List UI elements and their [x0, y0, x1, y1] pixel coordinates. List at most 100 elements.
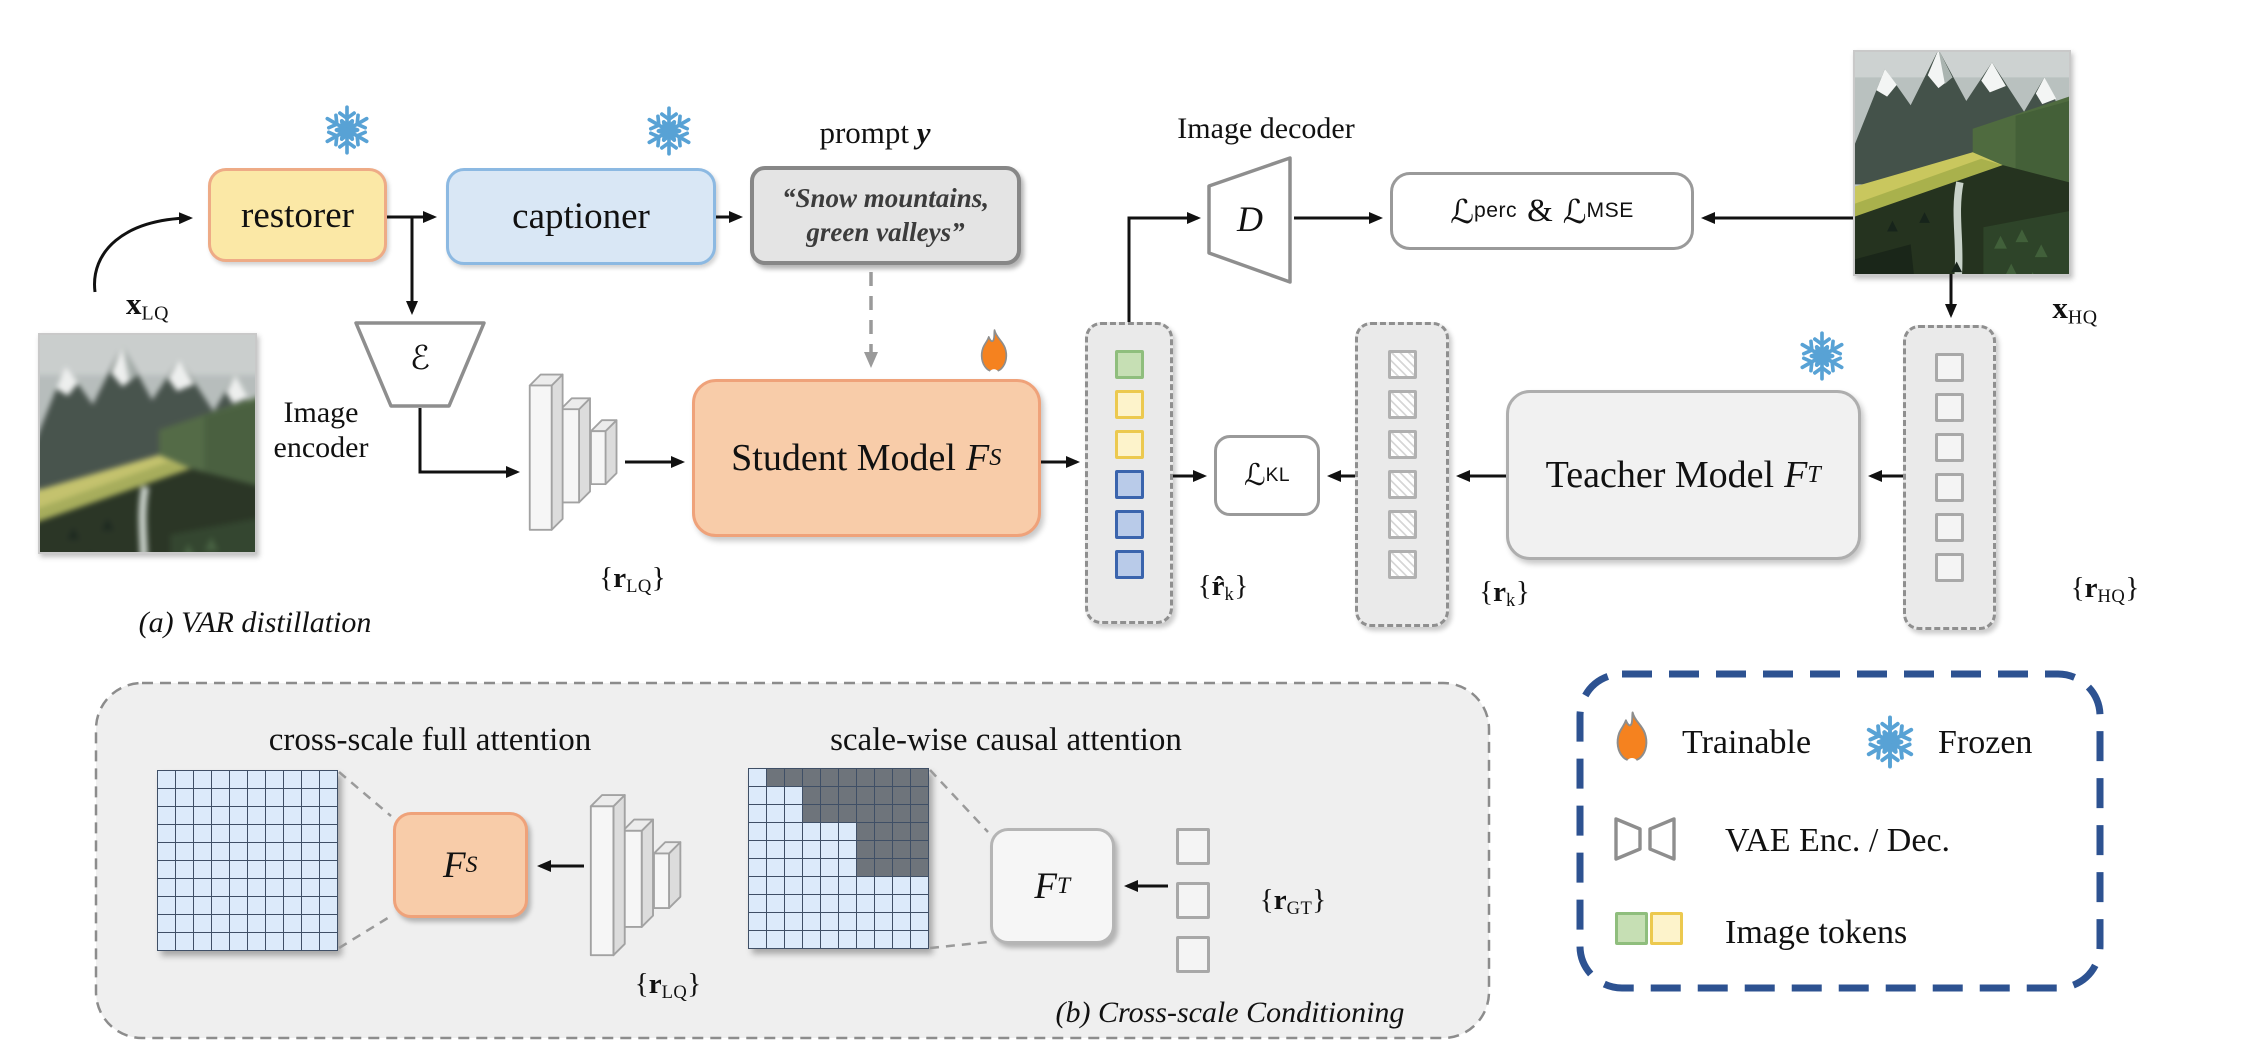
attention-cell — [320, 861, 337, 878]
attention-cell — [248, 843, 265, 860]
attention-cell — [785, 913, 802, 930]
blue-token — [1114, 470, 1144, 499]
attention-cell — [857, 913, 874, 930]
attention-cell — [821, 805, 838, 822]
attention-cell — [857, 859, 874, 876]
attention-cell — [749, 805, 766, 822]
attention-cell — [875, 805, 892, 822]
attention-cell — [821, 913, 838, 930]
attention-cell — [803, 877, 820, 894]
attention-cell — [248, 915, 265, 932]
attention-cell — [302, 915, 319, 932]
r-k-base: r — [1493, 576, 1507, 608]
attention-cell — [839, 859, 856, 876]
attention-cell — [266, 897, 283, 914]
attention-cell — [911, 913, 928, 930]
attention-cell — [248, 879, 265, 896]
attention-cell — [230, 807, 247, 824]
attention-cell — [749, 931, 766, 948]
fs-f: F — [443, 844, 466, 886]
attention-cell — [194, 807, 211, 824]
attention-cell — [767, 769, 784, 786]
attention-cell — [212, 915, 229, 932]
attention-cell — [248, 789, 265, 806]
attention-cell — [320, 915, 337, 932]
attention-cell — [875, 787, 892, 804]
plain-token — [1176, 828, 1210, 865]
attention-cell — [230, 789, 247, 806]
attention-cell — [803, 769, 820, 786]
attention-cell — [248, 807, 265, 824]
attention-cell — [893, 859, 910, 876]
restorer-box: restorer — [208, 168, 387, 262]
ft-f: F — [1034, 865, 1057, 907]
attention-cell — [266, 807, 283, 824]
attention-cell — [176, 915, 193, 932]
attention-cell — [194, 915, 211, 932]
attention-cell — [158, 915, 175, 932]
attention-cell — [875, 769, 892, 786]
r-hat-k-sub: k — [1224, 584, 1235, 606]
attention-cell — [749, 841, 766, 858]
brace: } — [651, 562, 666, 594]
attention-cell — [911, 931, 928, 948]
brace: } — [2125, 572, 2140, 604]
attention-cell — [302, 771, 319, 788]
attention-cell — [176, 807, 193, 824]
attention-cell — [911, 859, 928, 876]
attention-cell — [248, 897, 265, 914]
snowflake-icon — [1862, 714, 1918, 770]
attention-cell — [176, 771, 193, 788]
attention-cell — [230, 825, 247, 842]
feature-pyramid-icon — [588, 770, 686, 984]
teacher-label: Teacher Model — [1545, 454, 1775, 496]
r-k-label: {rk} — [1462, 576, 1547, 612]
attention-cell — [839, 931, 856, 948]
attention-cell — [194, 879, 211, 896]
attention-cell — [320, 825, 337, 842]
brace: { — [1197, 570, 1212, 602]
legend-vae-label: VAE Enc. / Dec. — [1725, 822, 1951, 859]
attention-cell — [230, 879, 247, 896]
plain-token — [1935, 473, 1964, 502]
attention-cell — [767, 913, 784, 930]
attention-cell — [893, 823, 910, 840]
attention-cell — [803, 787, 820, 804]
attention-cell — [248, 825, 265, 842]
attention-cell — [911, 823, 928, 840]
vae-enc-dec-icon — [1613, 816, 1677, 862]
attention-cell — [266, 825, 283, 842]
attention-cell — [158, 897, 175, 914]
attention-cell — [284, 807, 301, 824]
attention-cell — [230, 915, 247, 932]
attention-cell — [875, 913, 892, 930]
hatched-token — [1387, 350, 1417, 379]
attention-cell — [893, 805, 910, 822]
attention-cell — [803, 931, 820, 948]
r-hat-k-label: {r̂k} — [1178, 570, 1268, 606]
attention-cell — [785, 769, 802, 786]
plain-token — [1935, 433, 1964, 462]
attention-cell — [803, 859, 820, 876]
prompt-title-var: y — [916, 115, 931, 150]
brace: } — [1515, 576, 1530, 608]
fire-icon — [975, 328, 1013, 376]
attention-cell — [785, 841, 802, 858]
hq-image — [1853, 50, 2071, 276]
image-encoder-line2: encoder — [273, 430, 369, 464]
attention-cell — [857, 895, 874, 912]
attention-cell — [194, 825, 211, 842]
attention-cell — [302, 897, 319, 914]
prompt-box: “Snow mountains, green valleys” — [750, 166, 1021, 265]
plain-token — [1176, 936, 1210, 973]
attention-cell — [158, 843, 175, 860]
attention-cell — [284, 771, 301, 788]
attention-cell — [857, 877, 874, 894]
prompt-line1: “Snow mountains, — [781, 182, 990, 213]
attention-cell — [785, 787, 802, 804]
attention-cell — [911, 895, 928, 912]
r-hq-sub: HQ — [2097, 586, 2126, 608]
